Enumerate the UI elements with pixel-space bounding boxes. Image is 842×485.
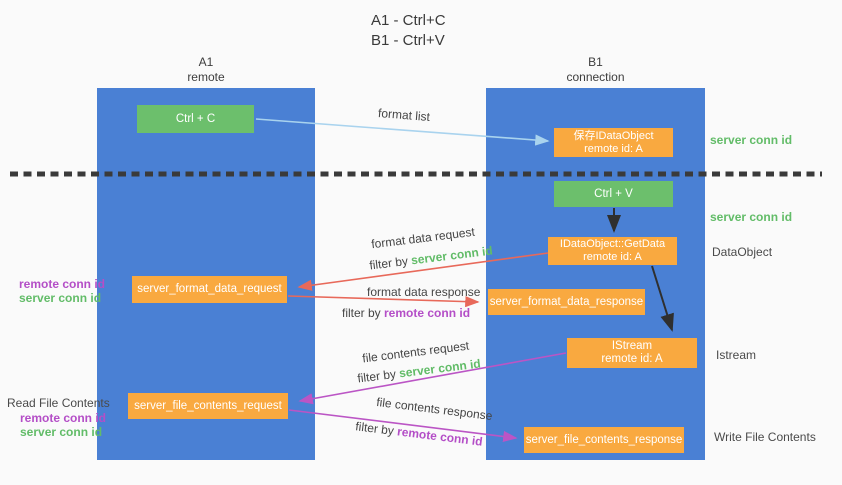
lifeline-a1-name: A1 (198, 55, 214, 69)
node-server-format-data-response: server_format_data_response (488, 289, 645, 315)
node-server-format-data-request: server_format_data_request (132, 276, 287, 303)
annotation-server-conn-id-top: server conn id (710, 133, 793, 147)
title-line-1: A1 - Ctrl+C (371, 12, 446, 29)
annotation-write-file-contents: Write File Contents (714, 430, 816, 444)
lifeline-b1-name: B1 (588, 55, 603, 69)
node-fcreq-label: server_file_contents_request (134, 399, 282, 412)
lifeline-header-b1: B1 connection (486, 55, 705, 85)
remote-conn-id-label: remote conn id (20, 411, 107, 425)
node-ctrl-c: Ctrl + C (137, 105, 254, 133)
arrow-format-data-request (297, 252, 549, 291)
node-getdata-line2: remote id: A (583, 251, 642, 263)
arrow-format-data-response (287, 295, 480, 308)
node-server-file-contents-request: server_file_contents_request (128, 393, 288, 419)
node-ctrl-c-label: Ctrl + C (175, 112, 216, 125)
node-idataobject-getdata: IDataObject::GetData remote id: A (548, 237, 677, 265)
annotation-istream: Istream (716, 348, 757, 362)
lifeline-header-a1: A1 remote (97, 55, 315, 85)
annotation-conn-id-pair-2: remote conn id server conn id (20, 411, 107, 439)
annotation-read-file-contents: Read File Contents (7, 396, 110, 410)
node-istream: IStream remote id: A (567, 338, 697, 368)
title-line-2: B1 - Ctrl+V (371, 32, 445, 49)
server-conn-id-label: server conn id (20, 424, 103, 439)
node-ctrl-v: Ctrl + V (554, 181, 673, 207)
node-istream-line2: remote id: A (601, 353, 663, 365)
label-filter-by-remote-conn-id-1: filter by remote conn id (342, 306, 470, 320)
node-save-line1: 保存IDataObject (573, 129, 654, 142)
lifeline-b1-role: connection (566, 70, 625, 84)
arrow-file-contents-request (298, 352, 567, 405)
label-format-data-response: format data response (367, 285, 481, 299)
node-getdata-line1: IDataObject::GetData (559, 238, 666, 250)
remote-conn-id-label: remote conn id (19, 277, 106, 291)
filter-by-text: filter by (342, 306, 385, 320)
lifeline-a1-role: remote (187, 70, 225, 84)
arrow-file-contents-response (288, 409, 518, 442)
node-save-line2: remote id: A (584, 142, 643, 155)
arrow-format-list (255, 118, 550, 146)
annotation-dataobject: DataObject (712, 245, 773, 259)
annotation-conn-id-pair-1: remote conn id server conn id (19, 277, 105, 305)
node-save-idataobject: 保存IDataObject remote id: A (554, 128, 673, 157)
node-fresp-label: server_format_data_response (489, 295, 644, 308)
arrow-getdata-to-istream (651, 265, 674, 332)
node-istream-line1: IStream (611, 340, 653, 352)
diagram-title: A1 - Ctrl+C B1 - Ctrl+V (371, 11, 446, 51)
node-freq-label: server_format_data_request (137, 283, 282, 295)
annotation-server-conn-id-mid: server conn id (710, 210, 793, 224)
server-conn-id-label: server conn id (19, 291, 102, 305)
node-fcresp-label: server_file_contents_response (525, 433, 683, 446)
remote-conn-id-text: remote conn id (384, 306, 471, 320)
node-server-file-contents-response: server_file_contents_response (524, 427, 684, 453)
node-ctrl-v-label: Ctrl + V (594, 187, 633, 200)
